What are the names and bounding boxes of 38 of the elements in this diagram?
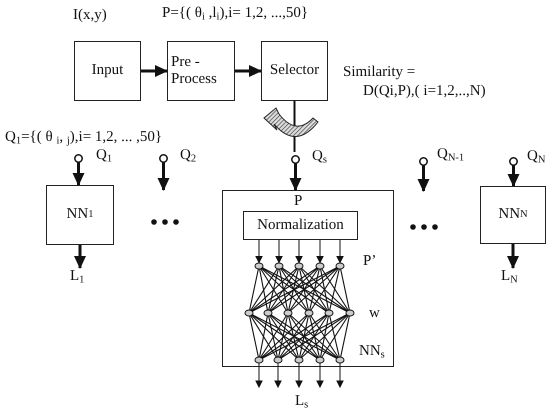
signal-label: Q$_{s}$	[312, 148, 327, 166]
arrow	[74, 245, 86, 269]
output-label: L$_{1}$	[70, 268, 90, 288]
output-label: L$_{s}$	[295, 393, 308, 411]
arrow	[141, 65, 168, 77]
signal-label: Q$_{N-1}$	[437, 146, 464, 164]
input-terminal-circle	[74, 151, 83, 160]
signal-label: Q$_{N}$	[527, 148, 546, 166]
query-set-label: Q$_{1}$={( θ $_{i}$, $_{j}$),i= 1,2, ... ,50}	[5, 129, 162, 147]
arrow	[290, 161, 302, 191]
neural-network-drawing	[244, 262, 354, 363]
normalized-input-label: P’	[363, 253, 376, 270]
input-terminal-circle	[419, 154, 428, 163]
arrow-group	[256, 240, 344, 263]
input-box: Input	[74, 41, 141, 101]
normalization-box: Normalization	[243, 211, 358, 240]
network-name: NN$_{s}$	[359, 343, 385, 361]
prototype-set-label: P={( θ$_{i}$ ,l$_{i}$),i= 1,2, ...,50}	[162, 5, 308, 23]
input-terminal-circle	[509, 154, 518, 163]
arrow	[72, 160, 84, 186]
input-label: P	[294, 193, 302, 210]
signal-label: Q$_{1}$	[96, 147, 112, 165]
weight-label: w	[369, 305, 380, 322]
input-terminal-circle	[159, 151, 168, 160]
arrow	[235, 65, 262, 77]
arrow-group	[256, 362, 344, 388]
input-image-label: I(x,y)	[73, 7, 107, 24]
selector-box: Selector	[261, 41, 328, 101]
arrow	[418, 163, 430, 192]
preprocess-box: Pre - Process	[167, 41, 235, 101]
arrow	[158, 160, 170, 191]
arrow	[508, 163, 520, 187]
signal-label: Q$_{2}$	[180, 147, 196, 165]
arrow	[507, 244, 519, 269]
network-box	[222, 190, 394, 367]
output-label: L$_{N}$	[501, 268, 525, 288]
similarity-formula: Similarity = D(Qi,P),( i=1,2,..,N)	[343, 63, 487, 100]
input-terminal-circle	[291, 152, 300, 161]
